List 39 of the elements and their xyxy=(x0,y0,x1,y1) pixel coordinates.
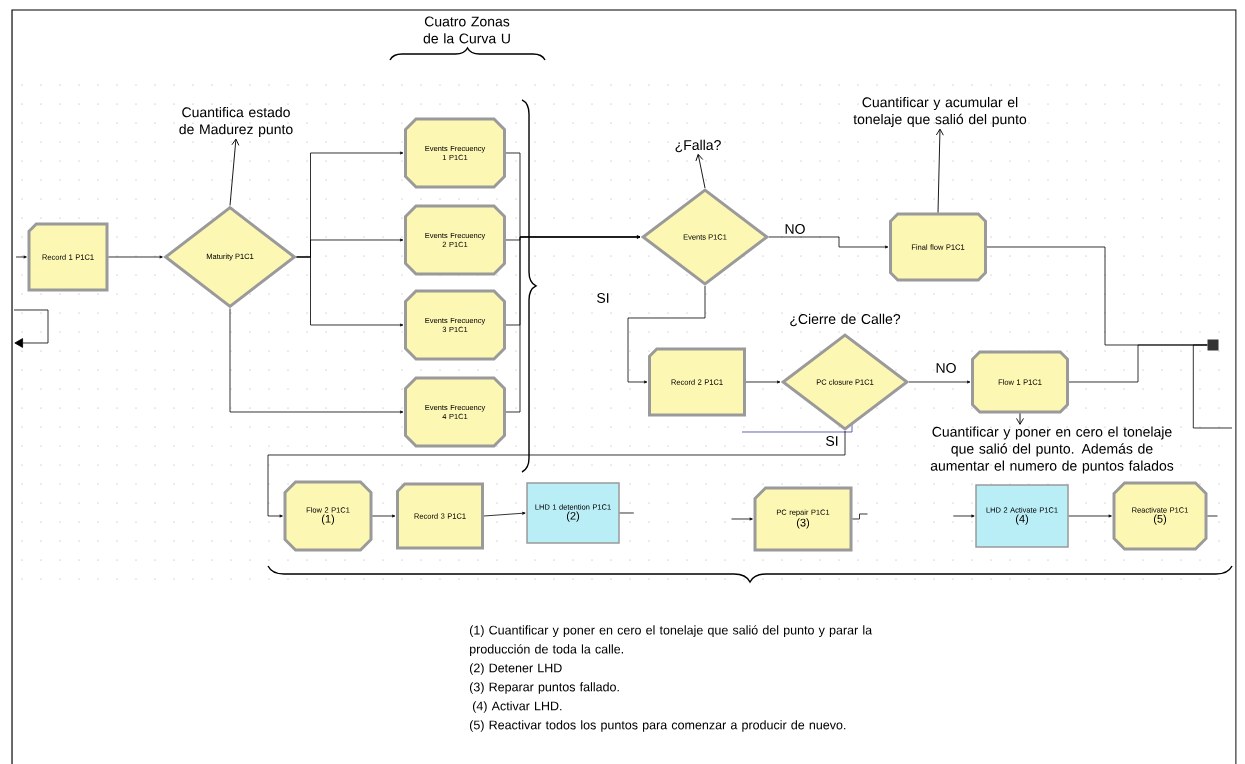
note-text: (2) Detener LHD xyxy=(469,663,562,675)
connector xyxy=(483,511,526,517)
note-text: (3) Reparar puntos fallado. xyxy=(469,682,619,694)
connector xyxy=(1207,515,1218,517)
edge-label: NO xyxy=(783,223,807,235)
connector xyxy=(505,235,641,413)
annotation-text: ¿Falla? xyxy=(675,139,721,153)
annotation-text: Cuantificar y poner en cero el tonelaje que salió del punto. Además de aumentar el numero de puntos falados xyxy=(930,426,1174,474)
annotation-text: Cuantificar y acumular el tonelaje que salió del punto xyxy=(853,96,1027,127)
leader-arrow xyxy=(935,128,944,213)
connector xyxy=(952,514,975,518)
connector xyxy=(768,236,889,249)
connector xyxy=(852,513,868,520)
annotation-text: Cuantifica estado de Madurez punto xyxy=(179,106,293,137)
connector xyxy=(267,430,846,518)
note-text: (5) Reactivar todos los puntos para comenzar a producir de nuevo. xyxy=(469,720,846,732)
edge-label: SI xyxy=(595,292,611,304)
edge-label: SI xyxy=(824,435,840,447)
connector xyxy=(1192,344,1233,429)
leader-arrow xyxy=(695,153,706,189)
edge-label: NO xyxy=(934,362,958,374)
note-text: (4) Activar LHD. xyxy=(472,701,562,713)
connector xyxy=(908,380,971,384)
connector xyxy=(619,512,635,514)
connector xyxy=(372,514,396,518)
connector xyxy=(229,308,404,414)
connector xyxy=(731,517,753,521)
junction-square xyxy=(1207,339,1219,351)
connector xyxy=(15,255,27,259)
note-text: (1) Cuantificar y poner en cero el tonelaje que salió del punto y parar la producción de toda la calle. xyxy=(469,625,873,656)
connector xyxy=(627,285,706,384)
leader-arrow xyxy=(1016,413,1024,425)
connector xyxy=(1068,514,1112,518)
annotation-text: Cuatro Zonas de la Curva U xyxy=(423,16,510,44)
connector xyxy=(296,256,404,327)
connector xyxy=(745,380,781,384)
leader-arrow xyxy=(229,138,240,206)
connector xyxy=(108,255,163,259)
annotation-text: ¿Cierre de Calle? xyxy=(790,313,901,327)
